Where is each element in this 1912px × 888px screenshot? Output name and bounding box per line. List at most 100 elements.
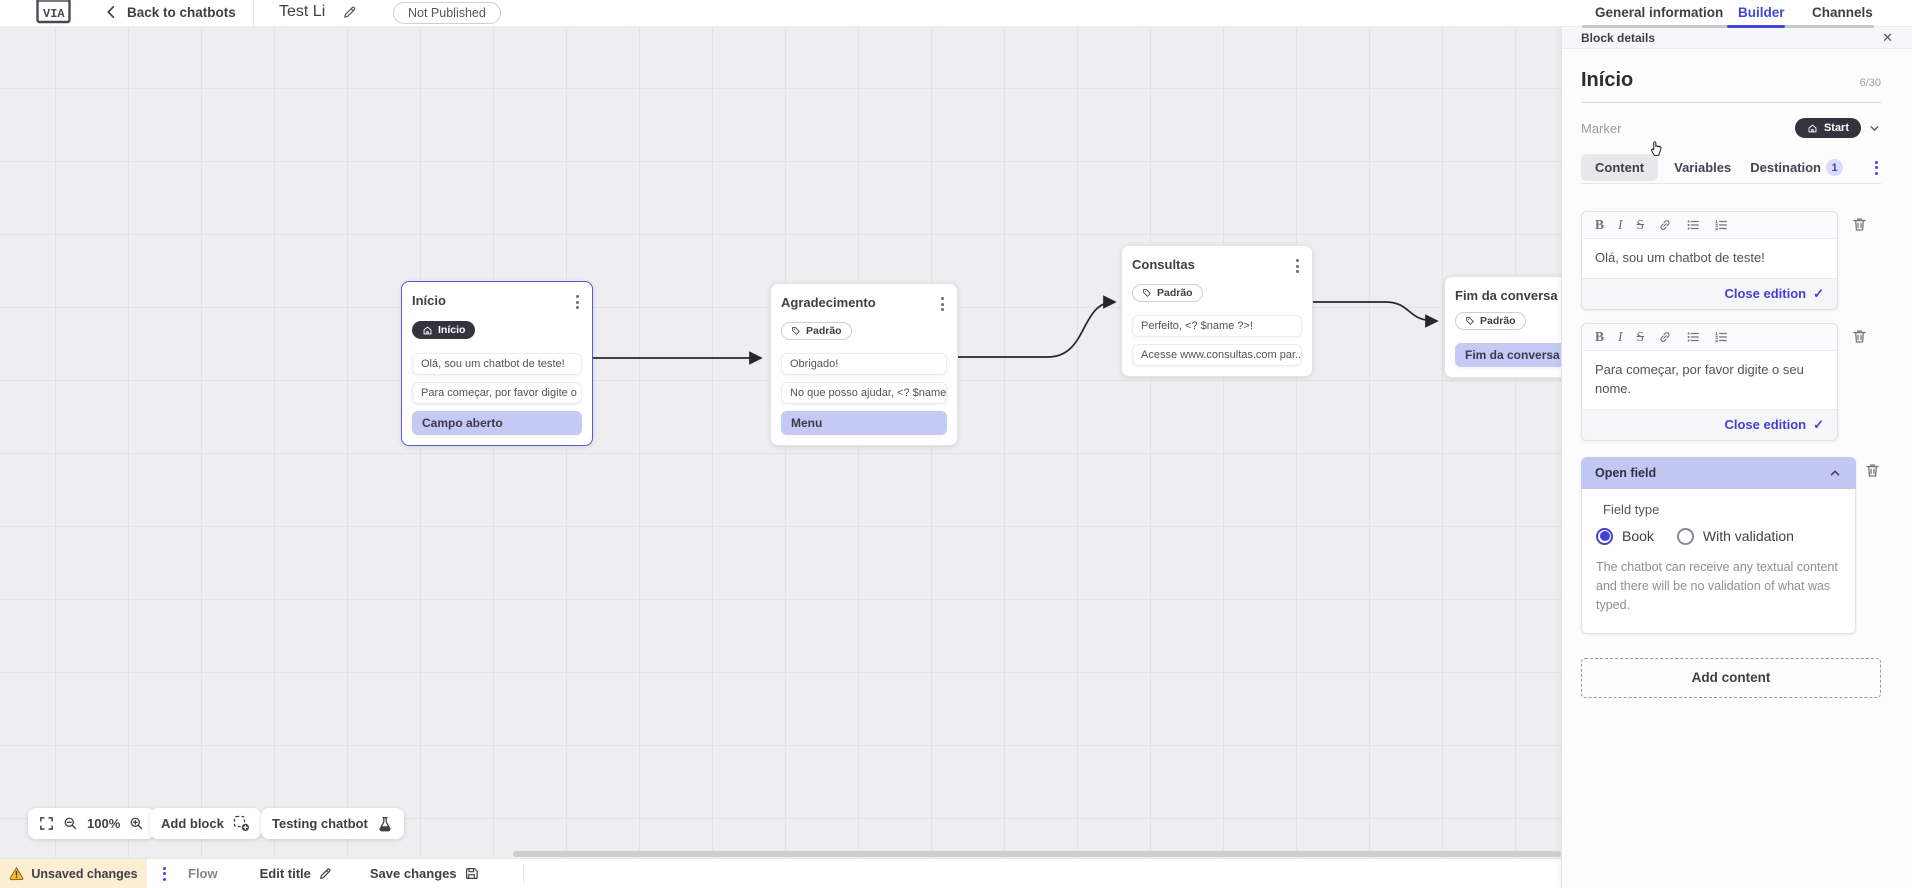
link-icon[interactable] (1658, 330, 1672, 344)
save-changes-label: Save changes (369, 866, 457, 881)
flow-canvas[interactable]: Início Início Olá, sou um chatbot de tes… (0, 27, 1561, 858)
block-menu-icon[interactable] (938, 295, 947, 313)
block-title: Início (412, 293, 446, 308)
block-content-item[interactable]: Perfeito, <? $name ?>! (1132, 315, 1302, 337)
field-type-label: Field type (1603, 501, 1660, 517)
block-open-field-item[interactable]: Campo aberto (412, 410, 582, 435)
marker-label: Marker (1581, 120, 1622, 136)
zoom-in-icon[interactable] (129, 816, 144, 831)
flow-block-inicio[interactable]: Início Início Olá, sou um chatbot de tes… (401, 281, 593, 446)
strikethrough-icon[interactable]: S (1636, 328, 1645, 344)
edit-title-button[interactable]: Edit title (260, 866, 332, 881)
tab-destination[interactable]: Destination 1 (1750, 159, 1844, 176)
unsaved-changes-indicator: Unsaved changes (0, 858, 147, 888)
back-to-chatbots-link[interactable]: Back to chatbots (127, 5, 236, 20)
zoom-out-icon[interactable] (63, 816, 78, 831)
block-content-item[interactable]: Olá, sou um chatbot de teste! (412, 352, 582, 375)
italic-icon[interactable]: I (1618, 217, 1623, 232)
tab-variables[interactable]: Variables (1674, 160, 1732, 175)
add-block-label: Add block (161, 816, 224, 831)
radio-option-with-validation[interactable]: With validation (1676, 527, 1794, 545)
tag-label: Padrão (806, 325, 842, 337)
app-logo-icon (36, 0, 72, 25)
testing-chatbot-button[interactable]: Testing chatbot (261, 808, 404, 839)
flow-block-agradecimento[interactable]: Agradecimento Padrão Obrigado! No que po… (770, 283, 958, 446)
save-icon (464, 866, 479, 881)
warning-icon (9, 866, 24, 881)
block-title: Agradecimento (781, 295, 876, 310)
block-menu-icon[interactable] (573, 293, 582, 311)
block-content-item[interactable]: Obrigado! (781, 353, 947, 375)
nav-tab-active-underline (1727, 25, 1785, 28)
tab-channels[interactable]: Channels (1812, 5, 1873, 20)
flow-block-consultas[interactable]: Consultas Padrão Perfeito, <? $name ?>! … (1121, 245, 1313, 377)
text-content-editor[interactable]: B I S Olá, sou um chatbot de teste! Clos… (1581, 211, 1838, 310)
block-menu-icon[interactable] (1293, 257, 1302, 275)
close-edition-label: Close edition (1724, 417, 1807, 432)
block-end-item[interactable]: Fim da conversa (1455, 343, 1561, 367)
strikethrough-icon[interactable]: S (1636, 217, 1645, 232)
delete-content-icon[interactable] (1851, 216, 1868, 310)
close-edition-label: Close edition (1724, 286, 1807, 301)
marker-select[interactable]: Start (1794, 118, 1881, 138)
chatbot-title[interactable]: Test Li (279, 3, 326, 20)
tag-label: Padrão (1480, 315, 1516, 327)
tab-general-information[interactable]: General information (1595, 5, 1724, 20)
panel-tab-bar: Content Variables Destination 1 (1581, 152, 1881, 184)
tab-content[interactable]: Content (1581, 154, 1659, 181)
bold-icon[interactable]: B (1595, 217, 1605, 232)
edit-title-pencil-icon[interactable] (342, 5, 357, 20)
tab-builder[interactable]: Builder (1738, 5, 1785, 20)
start-marker-label: Início (438, 324, 466, 336)
fit-screen-icon[interactable] (39, 816, 54, 831)
radio-label: Book (1622, 528, 1654, 544)
block-title: Fim da conversa (1455, 288, 1558, 303)
panel-tabs-menu-icon[interactable] (1872, 159, 1881, 177)
start-marker-pill: Início (412, 321, 476, 339)
radio-selected-icon[interactable] (1596, 527, 1613, 545)
radio-option-book[interactable]: Book (1596, 527, 1654, 545)
save-changes-button[interactable]: Save changes (370, 866, 479, 881)
bullet-list-icon[interactable] (1686, 218, 1700, 232)
close-icon[interactable]: ✕ (1882, 30, 1893, 45)
open-field-section: Open field Field type Book With validati… (1581, 456, 1856, 634)
top-bar: Back to chatbots Test Li Not Published G… (0, 0, 1912, 27)
radio-unselected-icon[interactable] (1676, 527, 1694, 545)
chevron-down-icon[interactable] (1868, 122, 1881, 135)
statusbar-menu-icon[interactable] (160, 865, 169, 883)
start-pill: Start (1794, 118, 1861, 138)
tag-pill: Padrão (1455, 312, 1526, 330)
block-content-item[interactable]: No que posso ajudar, <? $name ... (781, 382, 947, 404)
ordered-list-icon[interactable] (1714, 330, 1728, 344)
destination-count-badge: 1 (1826, 159, 1844, 176)
block-content-item[interactable]: Para começar, por favor digite o ... (412, 381, 582, 404)
editor-text[interactable]: Olá, sou um chatbot de teste! (1595, 250, 1765, 265)
flow-block-fim-da-conversa[interactable]: Fim da conversa Padrão Fim da conversa (1444, 276, 1561, 378)
editor-text[interactable]: Para começar, por favor digite o seu nom… (1595, 361, 1804, 397)
add-block-button[interactable]: Add block (150, 808, 261, 839)
chevron-up-icon[interactable] (1828, 466, 1842, 480)
start-pill-label: Start (1823, 122, 1849, 134)
bullet-list-icon[interactable] (1686, 330, 1700, 344)
open-field-header[interactable]: Open field (1581, 456, 1856, 489)
bold-icon[interactable]: B (1595, 328, 1605, 344)
link-icon[interactable] (1658, 218, 1672, 232)
block-content-item[interactable]: Acesse www.consultas.com par... (1132, 344, 1302, 366)
text-content-editor[interactable]: B I S Para começar, por favor digite o s… (1581, 322, 1838, 441)
flow-label: Flow (188, 866, 218, 881)
back-chevron-icon[interactable] (104, 4, 119, 20)
italic-icon[interactable]: I (1618, 328, 1623, 344)
close-edition-button[interactable]: Close edition ✓ (1582, 277, 1837, 309)
block-name-input[interactable]: Início (1581, 69, 1634, 91)
ordered-list-icon[interactable] (1714, 218, 1728, 232)
delete-open-field-icon[interactable] (1864, 462, 1881, 634)
block-menu-item[interactable]: Menu (781, 411, 947, 435)
publish-status-badge: Not Published (393, 2, 501, 24)
close-edition-button[interactable]: Close edition ✓ (1582, 408, 1837, 440)
add-content-button[interactable]: Add content (1581, 657, 1881, 698)
delete-content-icon[interactable] (1851, 328, 1868, 441)
editor-toolbar: B I S (1582, 323, 1837, 351)
horizontal-scrollbar[interactable] (513, 851, 1561, 857)
field-type-description: The chatbot can receive any textual cont… (1596, 559, 1838, 613)
tag-pill: Padrão (781, 322, 852, 340)
